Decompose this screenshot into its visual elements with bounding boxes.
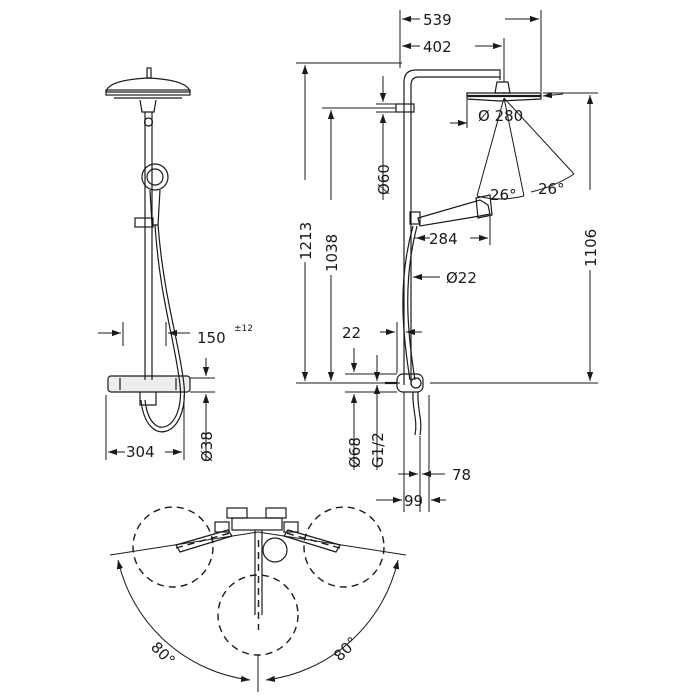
side-hose [402,225,414,381]
swivel-left-label: 80° [147,638,179,670]
side-view: 26° 26° 539 [296,10,600,512]
dim-304: 304 [105,395,185,461]
dim-22-wall: 22 [342,322,422,373]
dim-78-label: 78 [452,466,471,484]
dim-22-pipe-label: Ø22 [446,269,477,287]
dim-539-label: 539 [423,11,452,29]
angle-right-label: 26° [538,180,565,198]
front-view: 150 ±12 Ø38 304 [98,67,253,462]
dim-539: 539 [399,10,542,92]
side-hand-shower [409,194,493,227]
front-hose [144,224,182,428]
dim-38: Ø38 [190,358,216,462]
dim-1213-label: 1213 [297,222,315,260]
dim-g12-label: G1/2 [369,432,387,468]
spray-angles: 26° 26° [476,97,575,204]
front-mixer [107,375,191,406]
dim-38-label: Ø38 [198,431,216,462]
dim-304-label: 304 [126,443,155,461]
dim-78: 78 [398,392,471,512]
dim-284: 284 [414,216,491,248]
dim-68-label: Ø68 [346,437,364,468]
dim-280: Ø 280 [450,91,564,128]
angle-left-label: 26° [490,186,517,204]
dim-g12: G1/2 [369,355,387,470]
dim-1106: 1106 [430,92,600,384]
dim-284-label: 284 [429,230,458,248]
dim-22-wall-label: 22 [342,324,361,342]
front-hand-shower [134,163,169,228]
dim-402-label: 402 [423,38,452,56]
dim-1038-label: 1038 [323,234,341,272]
front-riser [143,112,154,380]
dim-68: Ø68 [345,348,397,470]
swivel-arc-right: 80° [257,531,407,683]
dim-1213: 1213 [296,62,402,384]
dim-1106-label: 1106 [582,229,600,267]
top-arm [254,530,263,630]
top-mixer [214,507,299,563]
dim-280-label: Ø 280 [478,107,523,125]
swivel-right-circle [303,506,385,588]
dim-60-label: Ø60 [375,164,393,195]
dim-1038: 1038 [322,107,396,381]
swivel-arc-left: 80° [109,531,259,683]
dim-150-tolerance: ±12 [234,324,253,334]
swivel-right-label: 80° [330,633,362,665]
dim-150-label: 150 [197,329,226,347]
swivel-left-circle [132,506,214,588]
dim-22-pipe: Ø22 [413,269,477,287]
dim-99: 99 [376,395,446,512]
dim-60: Ø60 [375,76,396,200]
dim-99-label: 99 [404,492,423,510]
dim-150: 150 ±12 [98,322,253,347]
dim-402: 402 [402,38,505,82]
top-view: 80° 80° [109,506,407,692]
front-head-shower [105,67,191,113]
